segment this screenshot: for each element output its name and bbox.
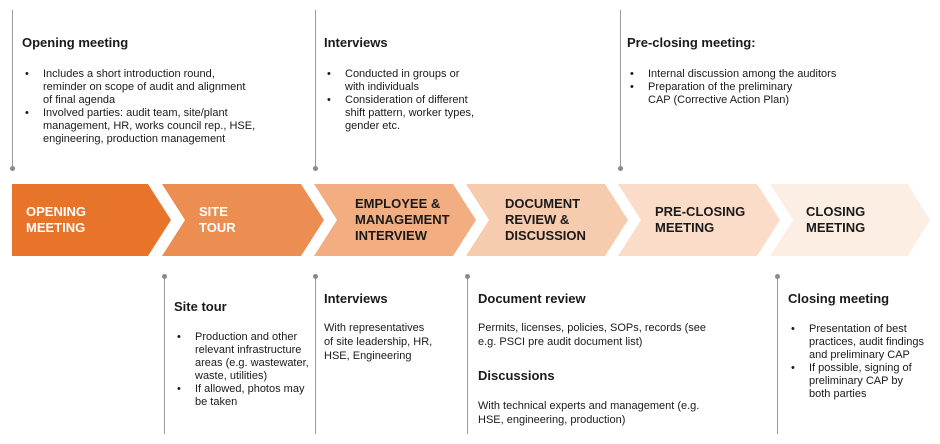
connector-dot-opening (10, 166, 15, 171)
connector-dot-document (465, 274, 470, 279)
connector-line-document (467, 276, 468, 434)
connector-line-sitetour (164, 276, 165, 434)
list-item: Involved parties: audit team, site/plant… (22, 107, 275, 146)
step-arrow-pre-closing-meeting (618, 184, 780, 256)
step-label-site-tour: SITE TOUR (199, 204, 236, 235)
connector-dot-interviews-top (313, 166, 318, 171)
step-label-closing-meeting: CLOSING MEETING (806, 204, 866, 235)
list-item: Consideration of different shift pattern… (324, 94, 480, 133)
interviews-top-title: Interviews (324, 35, 388, 50)
step-label-opening-meeting: OPENING MEETING (26, 204, 86, 235)
interviews-top-list: Conducted in groups or with individuals … (324, 68, 484, 133)
interviews-bottom-title: Interviews (324, 291, 388, 306)
opening-meeting-title: Opening meeting (22, 35, 129, 50)
opening-meeting-list: Includes a short introduction round, rem… (22, 68, 292, 146)
list-item: Internal discussion among the auditors (627, 68, 860, 81)
step-arrow-document-review-discussion (466, 184, 628, 256)
step-label-employee-management-interview: EMPLOYEE & MANAGEMENT INTERVIEW (355, 196, 450, 243)
step-arrow-site-tour (162, 184, 324, 256)
site-tour-title: Site tour (174, 299, 227, 314)
discussions-title: Discussions (478, 368, 555, 383)
connector-dot-closing (775, 274, 780, 279)
connector-line-opening (12, 10, 13, 168)
list-item: Conducted in groups or with individuals (324, 68, 463, 94)
connector-line-preclosing (620, 10, 621, 168)
connector-dot-interviews-bottom (313, 274, 318, 279)
preclosing-title: Pre-closing meeting: (627, 35, 756, 50)
step-arrow-opening-meeting (12, 184, 171, 256)
closing-meeting-list: Presentation of best practices, audit fi… (788, 323, 930, 401)
list-item: Presentation of best practices, audit fi… (788, 323, 930, 362)
step-arrow-closing-meeting (770, 184, 930, 256)
list-item: If allowed, photos may be taken (174, 383, 311, 409)
list-item: If possible, signing of preliminary CAP … (788, 362, 921, 401)
connector-dot-preclosing (618, 166, 623, 171)
interviews-bottom-text: With representatives of site leadership,… (324, 322, 433, 362)
list-item: Includes a short introduction round, rem… (22, 68, 251, 107)
list-item: Preparation of the preliminary CAP (Corr… (627, 81, 808, 107)
closing-meeting-title: Closing meeting (788, 291, 890, 306)
list-item: Production and other relevant infrastruc… (174, 331, 314, 383)
connector-line-interviews-bottom (315, 276, 316, 434)
preclosing-list: Internal discussion among the auditors P… (627, 68, 867, 107)
step-arrow-employee-management-interview (314, 184, 476, 256)
document-review-text: Permits, licenses, policies, SOPs, recor… (478, 322, 707, 348)
step-label-pre-closing-meeting: PRE-CLOSING MEETING (655, 204, 746, 235)
connector-line-interviews-top (315, 10, 316, 168)
site-tour-list: Production and other relevant infrastruc… (174, 331, 314, 409)
connector-line-closing (777, 276, 778, 434)
connector-dot-sitetour (162, 274, 167, 279)
document-review-title: Document review (478, 291, 586, 306)
step-label-document-review-discussion: DOCUMENT REVIEW & DISCUSSION (505, 196, 586, 243)
discussions-text: With technical experts and management (e… (478, 400, 700, 426)
